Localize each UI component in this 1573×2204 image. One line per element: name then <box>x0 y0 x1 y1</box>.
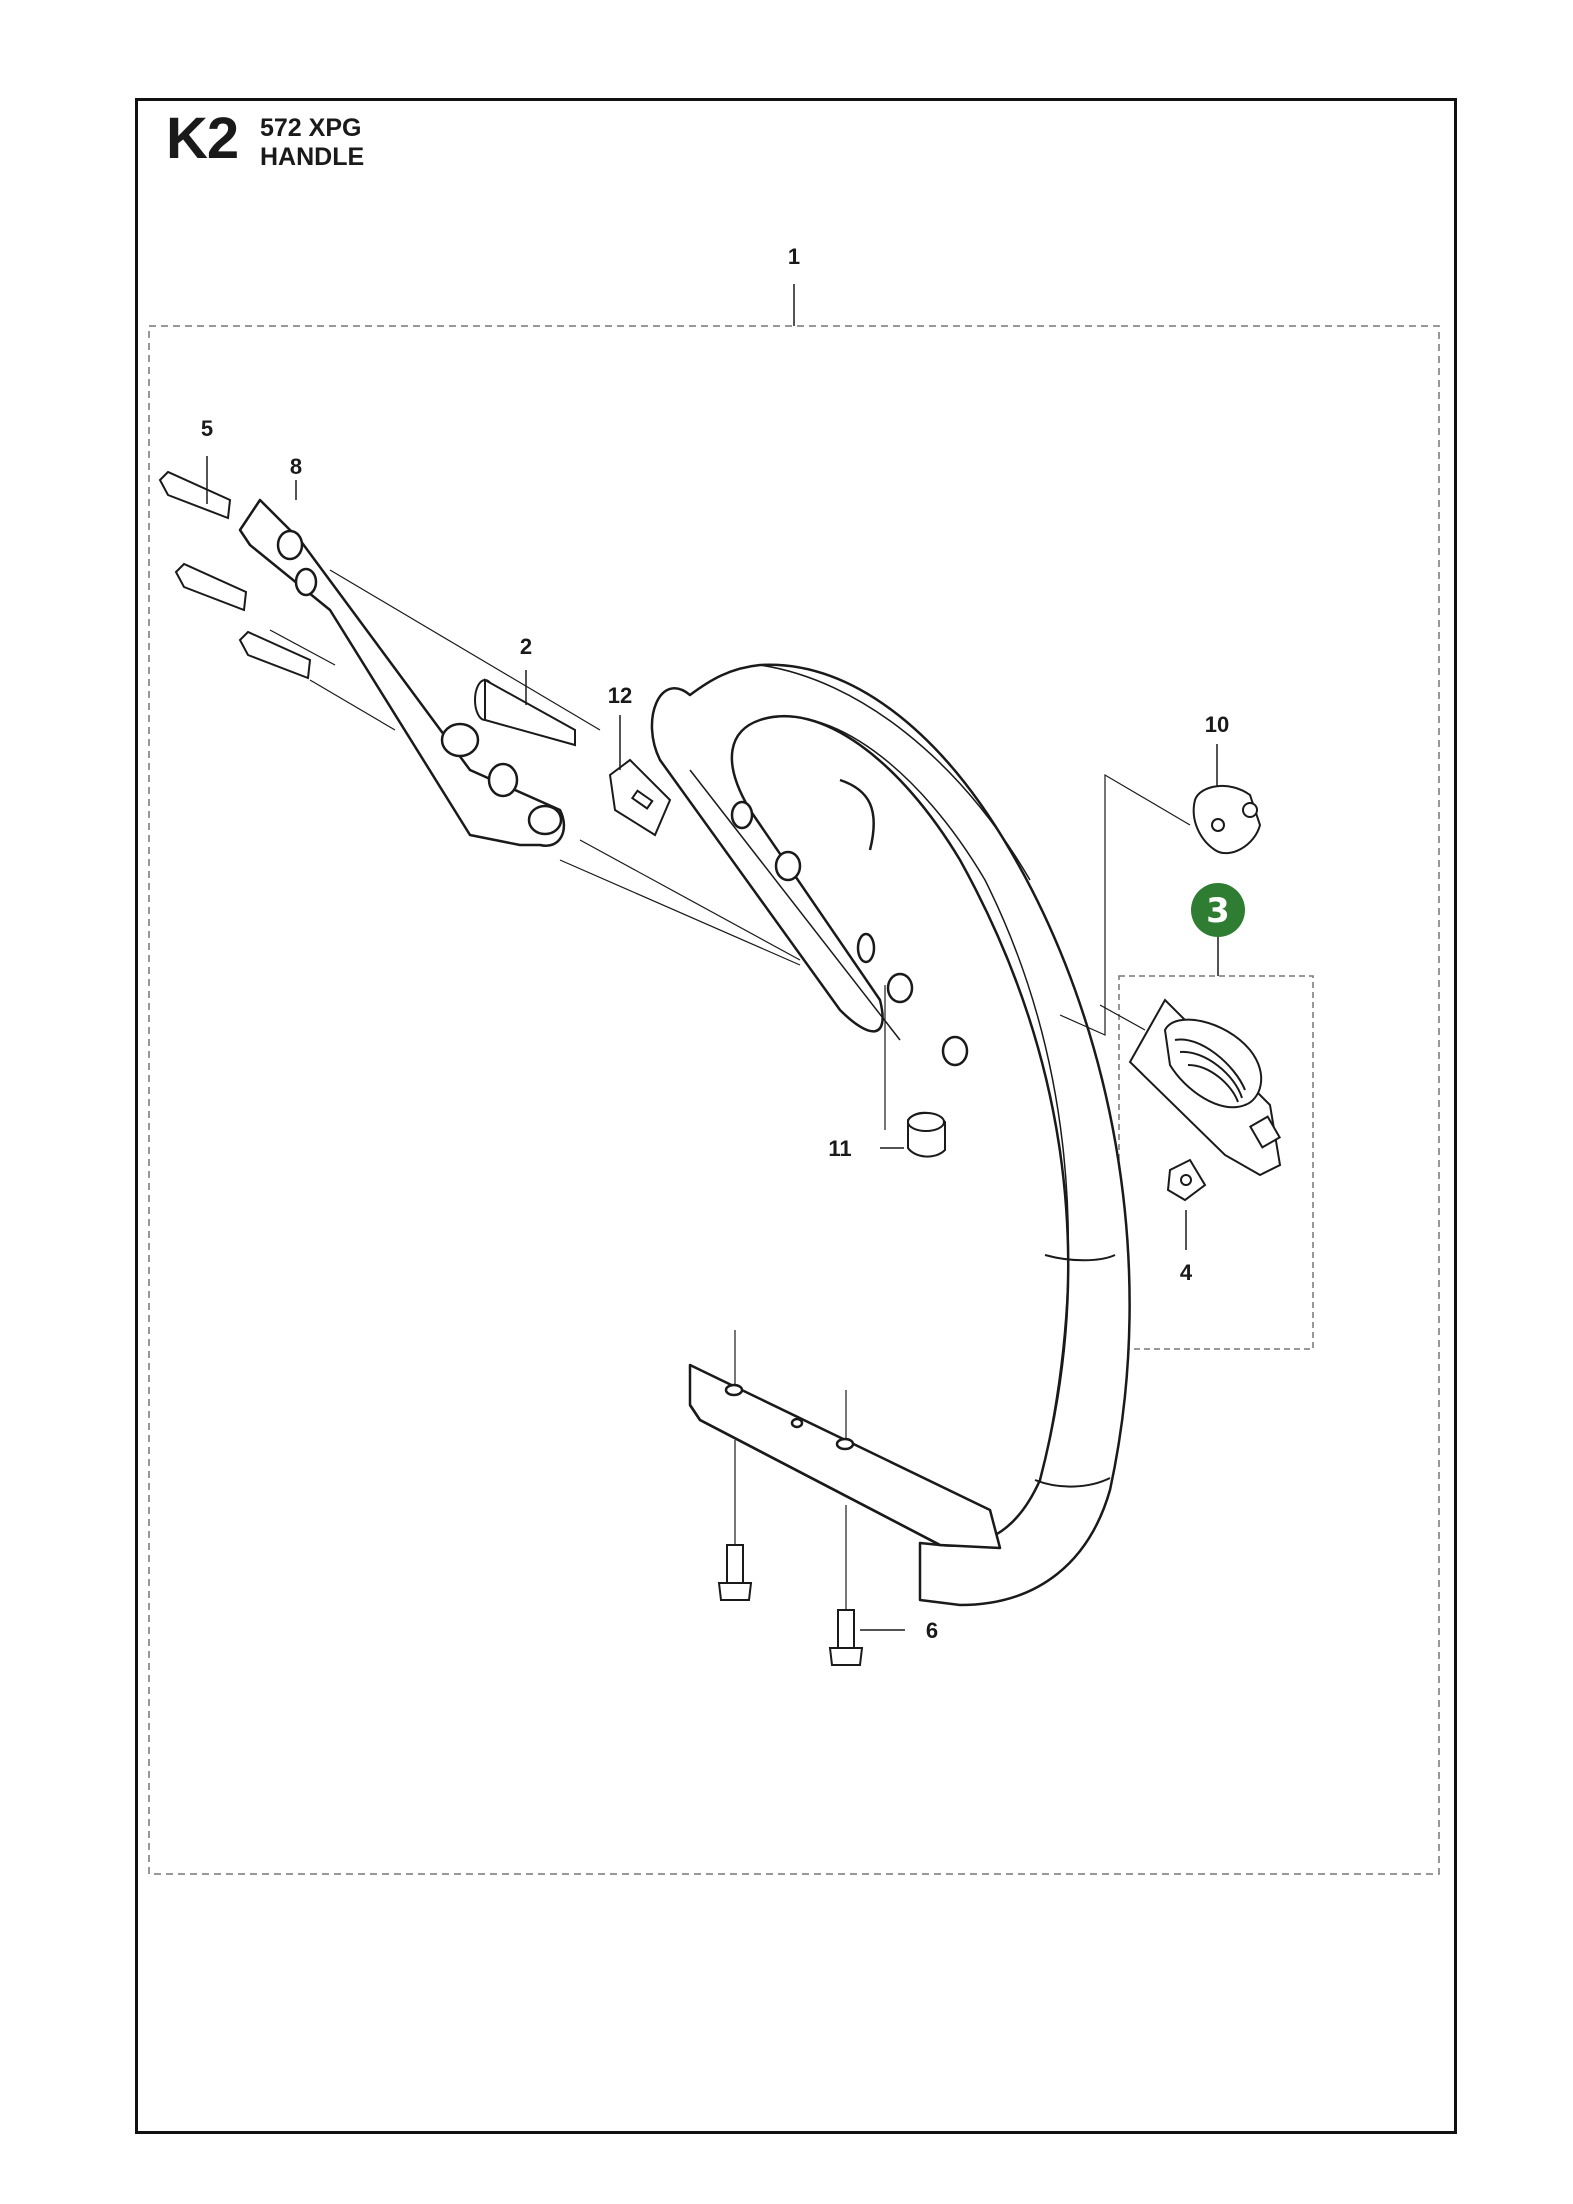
assembly-3-boundary <box>1118 975 1314 1350</box>
screws-6 <box>717 1544 864 1666</box>
nut-4 <box>1166 1158 1207 1202</box>
callout-12: 12 <box>608 683 632 708</box>
clip-12 <box>608 758 672 837</box>
section-title: HANDLE <box>260 143 365 171</box>
bolt-leaders <box>734 1330 847 1610</box>
handle-bar <box>650 663 1131 1607</box>
callout-11: 11 <box>828 1136 851 1161</box>
page-frame <box>135 98 1457 2134</box>
callout-6: 6 <box>926 1618 938 1643</box>
model-name: 572 XPG <box>260 114 362 142</box>
leader-av <box>1099 1004 1146 1031</box>
section-code: K2 <box>166 106 239 171</box>
callout-2: 2 <box>520 634 532 659</box>
callout-8: 8 <box>290 454 302 479</box>
leader-10-path <box>1059 773 1191 1036</box>
leader-lines <box>269 569 801 966</box>
callout-5: 5 <box>201 416 213 441</box>
callout-1: 1 <box>788 244 800 269</box>
av-element <box>1128 998 1282 1177</box>
callout-3: 3 <box>1206 891 1230 931</box>
screws-5 <box>158 470 312 680</box>
callout-4: 4 <box>1180 1260 1193 1285</box>
callout-10: 10 <box>1205 712 1229 737</box>
assembly-1-boundary <box>148 325 1440 1875</box>
bushing-11 <box>907 1111 946 1158</box>
pin-2 <box>474 678 576 747</box>
highlight-badge <box>1191 883 1245 937</box>
plug-10 <box>1192 784 1262 855</box>
bracket-8 <box>238 498 566 848</box>
